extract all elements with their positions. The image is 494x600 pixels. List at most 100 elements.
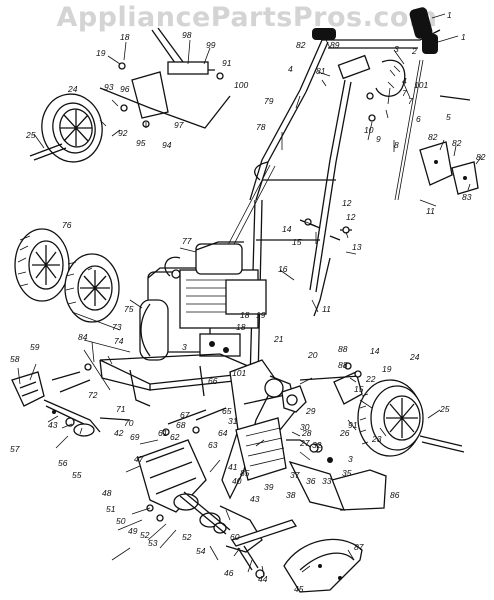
callout-14: 14: [282, 224, 292, 234]
callout-31: 31: [228, 416, 238, 426]
callout-8: 8: [394, 140, 399, 150]
callout-30: 30: [300, 422, 310, 432]
callout-29: 29: [305, 406, 316, 416]
callout-51: 51: [106, 504, 116, 514]
callout-100: 100: [234, 80, 248, 90]
callout-21: 21: [273, 334, 284, 344]
callout-76: 76: [62, 220, 72, 230]
callout-63: 63: [208, 440, 218, 450]
callout-14-right: 14: [370, 346, 380, 356]
callout-93: 93: [104, 82, 114, 92]
callout-26: 26: [339, 428, 350, 438]
callout-88-right: 88: [338, 360, 348, 370]
callout-88: 88: [338, 344, 348, 354]
callout-37: 37: [290, 470, 300, 480]
callout-59: 59: [30, 342, 40, 352]
callout-32: 32: [312, 440, 322, 450]
callout-55: 55: [72, 470, 82, 480]
callout-15: 15: [292, 237, 302, 247]
callout-101: 101: [414, 80, 428, 90]
callout-86: 86: [390, 490, 400, 500]
callout-45: 45: [294, 584, 304, 594]
callout-65: 65: [222, 406, 232, 416]
callout-67: 67: [180, 410, 190, 420]
callout-18: 18: [240, 310, 250, 320]
callout-3: 3: [394, 44, 399, 54]
wheel-24-right: [299, 362, 465, 457]
callout-48: 48: [102, 488, 112, 498]
callout-9: 9: [376, 134, 381, 144]
callout-85: 85: [240, 468, 250, 478]
callout-39: 39: [264, 482, 274, 492]
throttle-control: [337, 54, 371, 80]
callout-82-b: 82: [452, 138, 462, 148]
callout-28: 28: [301, 428, 312, 438]
callout-4-handle: 4: [402, 76, 407, 86]
callout-18-frame: 18: [236, 322, 246, 332]
callout-56: 56: [58, 458, 68, 468]
callout-12: 12: [342, 198, 352, 208]
guard-86: [331, 469, 387, 511]
handle-assembly: [227, 7, 479, 381]
callout-7-lever: 7: [402, 88, 407, 98]
callout-82: 82: [296, 40, 306, 50]
callout-44: 44: [258, 574, 268, 584]
callout-53: 53: [148, 538, 158, 548]
callout-24-top: 24: [67, 84, 78, 94]
watermark: AppliancePartsPros.com: [56, 2, 438, 33]
throttle-lever: [375, 59, 406, 97]
callout-33: 33: [322, 476, 332, 486]
top-left-brackets: [99, 27, 231, 129]
callout-77: 77: [182, 236, 192, 246]
callout-1b: 1: [461, 32, 466, 42]
callout-60: 60: [230, 532, 240, 542]
callout-47: 47: [134, 454, 144, 464]
callout-54: 54: [196, 546, 206, 556]
callout-19-right: 19: [382, 364, 392, 374]
grip-right-lower: [422, 34, 438, 54]
wheel-76-pair: [14, 228, 120, 323]
callout-81: 81: [316, 66, 326, 76]
callout-91-right: 91: [348, 420, 358, 430]
callout-18-top: 18: [120, 32, 130, 42]
callout-74: 74: [114, 336, 124, 346]
callout-25: 25: [439, 404, 450, 414]
callout-38: 38: [286, 490, 296, 500]
callout-41: 41: [228, 462, 238, 472]
callout-10: 10: [364, 125, 374, 135]
callout-43: 43: [48, 420, 58, 430]
callout-11b: 11: [322, 304, 331, 314]
bracket-96: [131, 71, 169, 119]
callout-50: 50: [116, 516, 126, 526]
callout-94: 94: [162, 140, 172, 150]
callout-3-right: 3: [348, 454, 353, 464]
callout-75: 75: [124, 304, 134, 314]
callout-82-a: 82: [428, 132, 438, 142]
callout-52-lower: 52: [182, 532, 192, 542]
callout-6: 6: [416, 114, 421, 124]
callout-84: 84: [78, 332, 88, 342]
callout-4: 4: [288, 64, 293, 74]
callout-83: 83: [462, 192, 472, 202]
callout-labels: 1 1 2 3 4 5 6 7 8 9 10 11 12 13 14 15 16…: [10, 10, 486, 594]
callout-95: 95: [136, 138, 146, 148]
callout-101-frame: 101: [232, 368, 246, 378]
callout-27: 27: [299, 438, 310, 448]
callout-35: 35: [342, 468, 352, 478]
grip-right: [409, 7, 433, 39]
callout-98: 98: [182, 30, 192, 40]
callout-19: 19: [256, 310, 266, 320]
callout-13: 13: [352, 242, 362, 252]
engine-77: [139, 241, 267, 361]
callout-22: 22: [365, 374, 376, 384]
callout-64: 64: [218, 428, 228, 438]
callout-79: 79: [264, 96, 274, 106]
callout-20: 20: [307, 350, 318, 360]
callout-62: 62: [170, 432, 180, 442]
callout-92: 92: [118, 128, 128, 138]
callout-36: 36: [306, 476, 316, 486]
callout-15-right: 15: [354, 384, 364, 394]
callout-78: 78: [256, 122, 266, 132]
callout-72: 72: [88, 390, 98, 400]
